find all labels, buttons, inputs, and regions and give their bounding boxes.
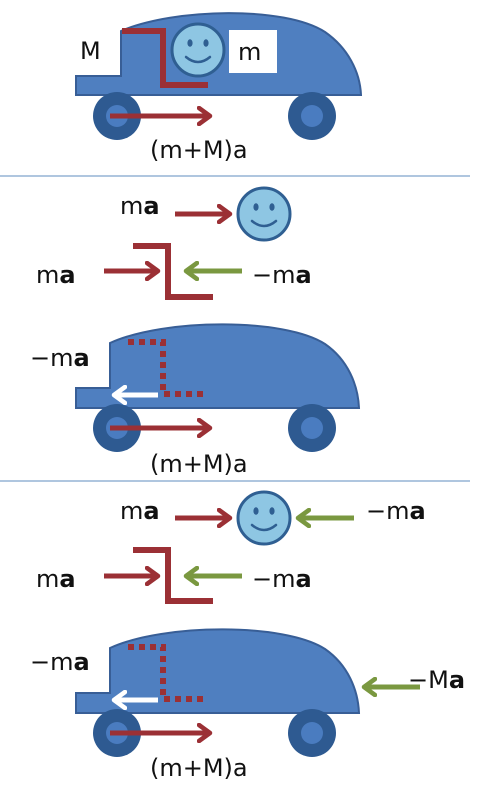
label-seat-left-force: ma <box>36 261 76 289</box>
label-seat-left-force: ma <box>36 565 76 593</box>
person-smiley-icon <box>170 22 226 78</box>
label-M: M <box>80 37 101 65</box>
seat-imprint-dotted <box>128 339 208 397</box>
car-wheel-right <box>288 404 336 452</box>
label-M-box <box>75 33 111 69</box>
panel-3: ma −ma ma −ma −ma −Ma (m+M)a <box>30 490 465 782</box>
label-total-force: (m+M)a <box>150 450 248 478</box>
panel-1: M m (m+M)a <box>75 12 363 164</box>
seat-shape <box>133 243 213 300</box>
label-total-force: (m+M)a <box>150 754 248 782</box>
car-body <box>75 323 361 409</box>
person-smiley-icon <box>236 186 292 242</box>
label-total-force: (m+M)a <box>150 136 248 164</box>
label-person-left-force: ma <box>120 497 160 525</box>
label-person-right-force: −ma <box>366 497 426 525</box>
label-person-force: ma <box>120 192 160 220</box>
label-seat-right-force: −ma <box>252 261 312 289</box>
label-m: m <box>238 38 261 66</box>
label-m-box <box>229 30 277 73</box>
car-body <box>75 628 361 714</box>
label-seat-right-force: −ma <box>252 565 312 593</box>
label-car-force: −ma <box>30 344 90 372</box>
car-wheel-right <box>288 709 336 757</box>
label-car-force: −ma <box>30 648 90 676</box>
label-car-right-force: −Ma <box>408 666 465 694</box>
car-wheel-right <box>288 92 336 140</box>
panel-2: ma ma −ma −ma (m+M)a <box>30 186 361 478</box>
seat-shape <box>122 28 208 88</box>
seat-imprint-dotted <box>128 644 208 702</box>
person-smiley-icon <box>236 490 292 546</box>
seat-shape <box>133 547 213 604</box>
